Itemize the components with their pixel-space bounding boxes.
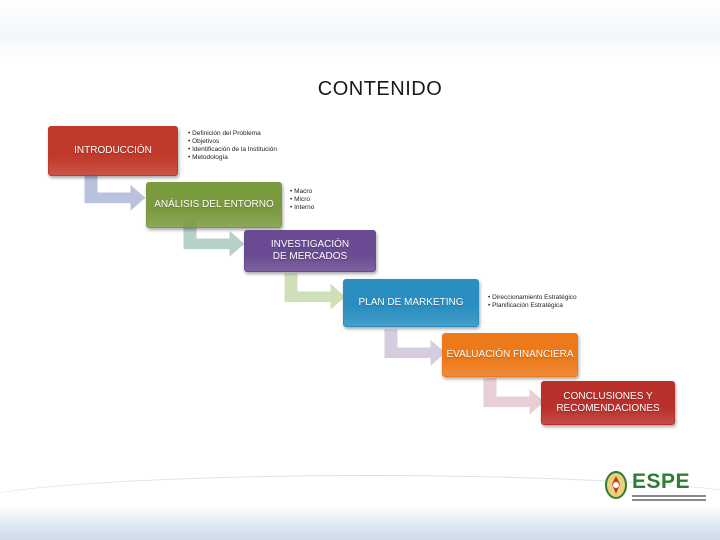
notes-plan-de-marketing: Direccionamiento Estratégico Planificaci…	[488, 294, 577, 310]
note-item: Micro	[290, 196, 314, 204]
step-evaluacion-financiera: EVALUACIÓN FINANCIERA	[442, 333, 578, 377]
note-item: Identificación de la Institución	[188, 146, 277, 154]
slide-title: CONTENIDO	[0, 78, 720, 101]
connector-arrow-4	[384, 329, 448, 367]
step-plan-de-marketing: PLAN DE MARKETING	[343, 279, 479, 327]
espe-logo: ESPE	[604, 470, 714, 502]
logo-tagline-line	[632, 499, 706, 501]
logo-wordmark: ESPE	[632, 470, 690, 494]
step-conclusiones-y-recomendaciones: CONCLUSIONES Y RECOMENDACIONES	[541, 381, 675, 425]
notes-analisis-del-entorno: Macro Micro Interno	[290, 188, 314, 212]
step-analisis-del-entorno: ANÁLISIS DEL ENTORNO	[146, 182, 282, 228]
notes-introduccion: Definición del Problema Objetivos Identi…	[188, 130, 277, 162]
logo-tagline-line	[632, 495, 706, 497]
step-investigacion-de-mercados: INVESTIGACIÓN DE MERCADOS	[244, 230, 376, 272]
note-item: Direccionamiento Estratégico	[488, 294, 577, 302]
step-introduccion: INTRODUCCIÓN	[48, 126, 178, 176]
note-item: Macro	[290, 188, 314, 196]
note-item: Objetivos	[188, 138, 277, 146]
connector-arrow-5	[483, 378, 547, 416]
note-item: Metodología	[188, 154, 277, 162]
crest-icon	[604, 470, 628, 500]
header-gradient-band	[0, 0, 720, 62]
connector-arrow-1	[84, 174, 148, 212]
footer-gradient-band	[0, 505, 720, 540]
connector-arrow-3	[284, 273, 348, 311]
note-item: Interno	[290, 204, 314, 212]
note-item: Definición del Problema	[188, 130, 277, 138]
note-item: Planificación Estratégica	[488, 302, 577, 310]
